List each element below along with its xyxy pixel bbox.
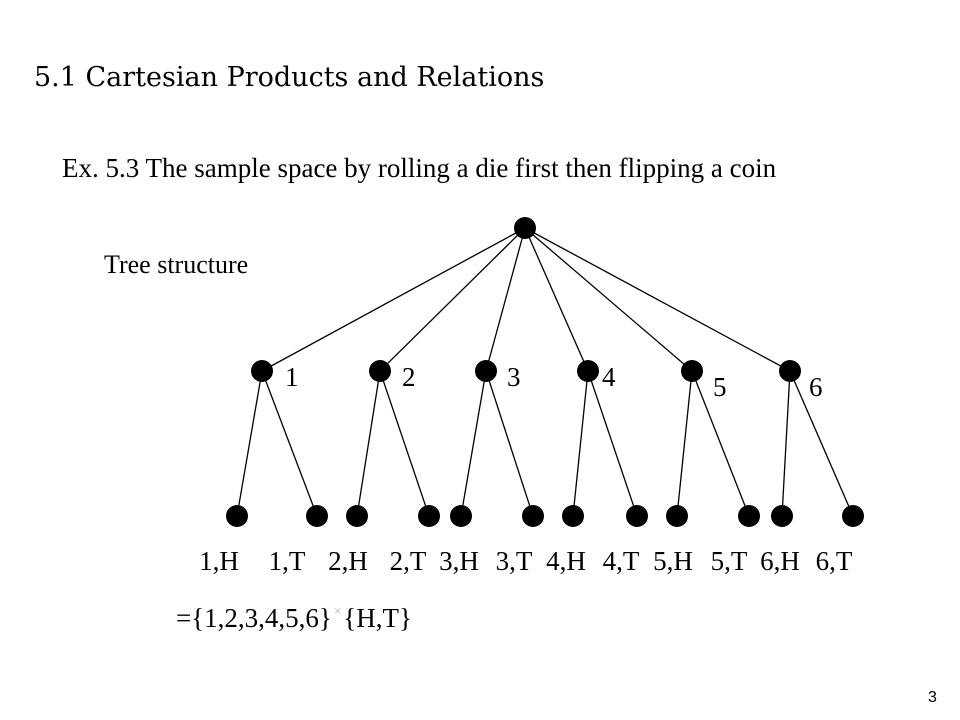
die-label-5: 5	[713, 372, 727, 402]
edge-die-6-to-heads	[781, 370, 791, 517]
die-node-1	[251, 360, 273, 382]
edge-root-to-die-1	[261, 227, 526, 372]
cross-product-symbol: ×	[333, 603, 342, 618]
outcome-node-4h	[562, 505, 584, 527]
outcome-node-6t	[842, 505, 864, 527]
coin-set: {H,T}	[343, 603, 412, 633]
edge-die-2-to-tails	[379, 370, 430, 517]
example-heading: Ex. 5.3 The sample space by rolling a di…	[62, 153, 777, 183]
edge-die-1-to-tails	[261, 370, 318, 517]
edge-die-5-to-tails	[691, 370, 750, 517]
outcome-label-6t: 6,T	[815, 546, 853, 576]
outcome-node-1h	[226, 505, 248, 527]
outcome-label-5t: 5,T	[710, 546, 748, 576]
outcome-node-6h	[771, 505, 793, 527]
outcome-label-2h: 2,H	[328, 546, 368, 576]
tree-structure-label: Tree structure	[104, 250, 249, 279]
edge-root-to-die-4	[524, 227, 589, 372]
die-node-5	[681, 360, 703, 382]
outcome-node-2h	[346, 505, 368, 527]
die-label-2: 2	[402, 362, 416, 392]
outcome-node-5t	[738, 505, 760, 527]
die-node-4	[577, 360, 599, 382]
slide-title: 5.1 Cartesian Products and Relations	[34, 62, 545, 93]
edge-die-5-to-heads	[676, 370, 693, 517]
die-node-6	[779, 360, 801, 382]
outcome-label-5h: 5,H	[653, 546, 693, 576]
outcome-label-2t: 2,T	[389, 546, 427, 576]
edge-die-1-to-heads	[236, 370, 263, 517]
outcome-node-3h	[450, 505, 472, 527]
outcome-node-1t	[306, 505, 328, 527]
edge-root-to-die-3	[485, 227, 526, 372]
outcome-label-4h: 4,H	[546, 546, 586, 576]
edge-root-to-die-6	[524, 227, 791, 372]
edge-die-6-to-tails	[789, 370, 854, 517]
edge-root-to-die-5	[524, 227, 693, 372]
outcome-node-5h	[666, 505, 688, 527]
outcome-node-3t	[522, 505, 544, 527]
cartesian-product-expression: ={1,2,3,4,5,6}×{H,T}	[176, 604, 412, 632]
edge-die-3-to-tails	[485, 370, 534, 517]
outcome-label-3h: 3,H	[439, 546, 479, 576]
die-set: ={1,2,3,4,5,6}	[176, 603, 332, 633]
die-node-2	[369, 360, 391, 382]
root-node	[514, 217, 536, 239]
die-label-6: 6	[809, 372, 823, 402]
outcome-node-2t	[418, 505, 440, 527]
die-node-3	[475, 360, 497, 382]
edge-root-to-die-2	[379, 227, 526, 372]
edge-die-2-to-heads	[356, 370, 381, 517]
outcome-label-3t: 3,T	[495, 546, 533, 576]
outcome-label-1h: 1,H	[199, 546, 239, 576]
outcome-label-6h: 6,H	[760, 546, 800, 576]
edge-die-4-to-tails	[587, 370, 638, 517]
page-number: 3	[928, 689, 937, 706]
edge-die-4-to-heads	[572, 370, 589, 517]
outcome-label-1t: 1,T	[268, 546, 306, 576]
outcome-node-4t	[626, 505, 648, 527]
tree-nodes	[226, 217, 864, 527]
edge-die-3-to-heads	[460, 370, 487, 517]
die-label-4: 4	[602, 362, 616, 392]
outcome-label-4t: 4,T	[602, 546, 640, 576]
die-label-1: 1	[285, 362, 299, 392]
tree-edges	[236, 227, 854, 517]
die-label-3: 3	[507, 362, 521, 392]
